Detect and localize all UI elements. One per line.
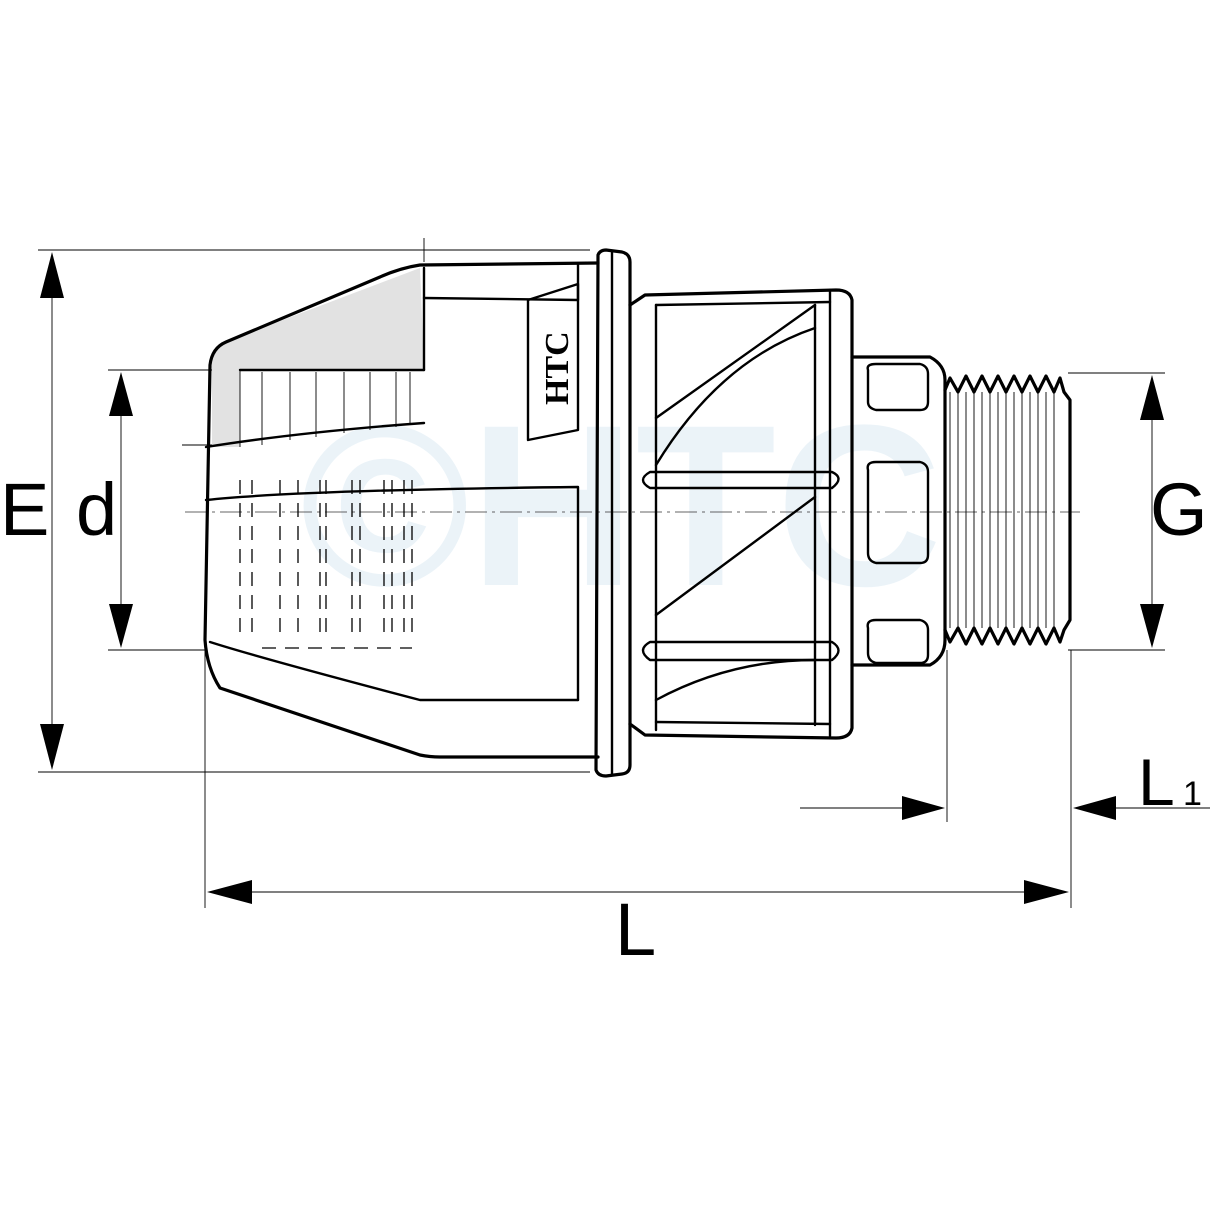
arrow-g-bottom <box>1140 604 1164 648</box>
threaded-spigot <box>943 374 1072 646</box>
taper-shading <box>212 268 424 447</box>
arrow-l1-right <box>1073 796 1116 820</box>
grip-lines-upper <box>239 370 411 447</box>
watermark-text: ©HTC <box>300 377 942 634</box>
dim-label-l: L <box>615 888 656 971</box>
thread-lines <box>949 392 1055 628</box>
body-outline <box>203 261 600 759</box>
brand-mark: HTC <box>539 331 576 405</box>
arrow-d-top <box>109 372 133 416</box>
dim-label-g: G <box>1150 468 1208 551</box>
dim-label-d: d <box>76 468 117 551</box>
arrow-g-top <box>1140 375 1164 420</box>
dim-label-l1-subscript: 1 <box>1183 775 1202 813</box>
arrow-l-left <box>207 880 252 904</box>
arrow-e-bottom <box>40 724 64 770</box>
hidden-lines <box>239 480 413 649</box>
arrow-l1-left <box>902 796 945 820</box>
dim-label-l1: L <box>1138 745 1175 819</box>
ribbed-nut <box>628 288 854 740</box>
compression-body: HTC <box>203 261 600 759</box>
brand-plate <box>526 282 580 442</box>
dimension-arrows <box>40 252 1164 904</box>
hex-body <box>850 355 947 667</box>
arrow-d-bottom <box>109 604 133 648</box>
flange-ring <box>594 248 632 778</box>
dim-label-e: E <box>0 468 49 551</box>
arrow-e-top <box>40 252 64 298</box>
arrow-l-right <box>1024 880 1069 904</box>
